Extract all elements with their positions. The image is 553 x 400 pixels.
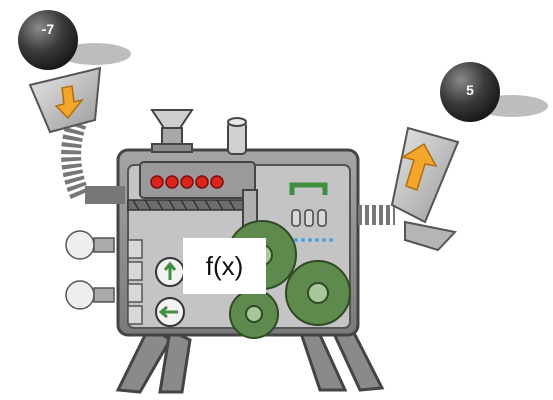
input-funnel [30,68,125,195]
top-funnel [152,110,246,154]
input-ball [18,10,131,70]
indicator-lights [151,176,223,188]
output-value: 5 [450,82,490,98]
function-label: f(x) [183,238,266,294]
output-funnel [358,128,458,250]
input-value: -7 [28,21,68,37]
light-bulb-icon [66,231,114,309]
